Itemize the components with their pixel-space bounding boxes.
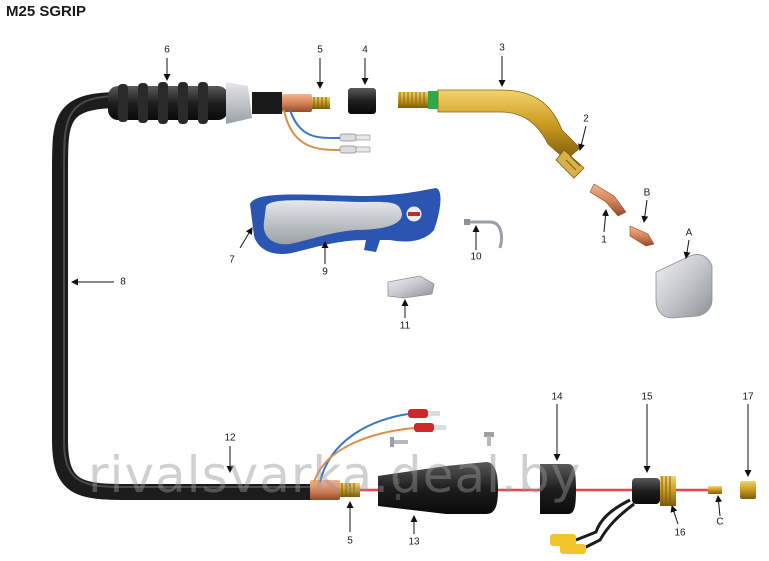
gas-nozzle [655, 254, 713, 319]
label-5-bottom: 5 [347, 535, 353, 547]
connector-body [378, 462, 498, 514]
label-10: 10 [470, 251, 482, 263]
label-16: 16 [674, 527, 686, 539]
wire-orange-bottom [313, 427, 415, 483]
label-13: 13 [408, 536, 420, 548]
neck-thread [555, 149, 585, 179]
label-c: C [716, 516, 724, 528]
watermark: rivalsvarka.deal.by [88, 446, 582, 504]
label-14: 14 [551, 391, 563, 403]
neck-adapter-top [282, 94, 330, 112]
handle [250, 188, 441, 255]
wire-orange-top [283, 109, 341, 151]
label-b: B [643, 187, 651, 199]
contact-tip [629, 225, 655, 247]
screw-1 [390, 437, 408, 447]
connector-sleeve [540, 464, 576, 514]
central-connector [550, 476, 676, 554]
label-12: 12 [224, 432, 236, 444]
wire-blue-bottom [319, 413, 409, 483]
hanger-hook [466, 220, 504, 249]
strain-relief [108, 82, 282, 124]
label-9: 9 [322, 266, 328, 278]
swan-neck [398, 89, 581, 161]
label-17: 17 [742, 391, 754, 403]
label-6: 6 [164, 44, 170, 56]
leader-arrows [71, 56, 752, 534]
label-15: 15 [641, 391, 653, 403]
connector-nut [740, 481, 756, 499]
label-4: 4 [362, 44, 368, 56]
liner-end [708, 486, 722, 494]
screw-2 [484, 432, 494, 446]
tip-holder [589, 183, 627, 217]
label-a: A [685, 227, 693, 239]
label-5-top: 5 [317, 44, 323, 56]
label-1: 1 [601, 234, 607, 246]
neck-adapter-bottom [310, 480, 360, 500]
label-2: 2 [583, 113, 589, 125]
diagram-title: M25 SGRIP [6, 3, 87, 20]
insulator-sleeve [348, 88, 376, 114]
label-11: 11 [399, 320, 411, 332]
trigger [387, 275, 435, 299]
cable [52, 92, 338, 500]
wire-blue-top [289, 109, 341, 140]
label-7: 7 [229, 254, 235, 266]
label-3: 3 [499, 42, 505, 54]
label-8: 8 [120, 276, 126, 288]
